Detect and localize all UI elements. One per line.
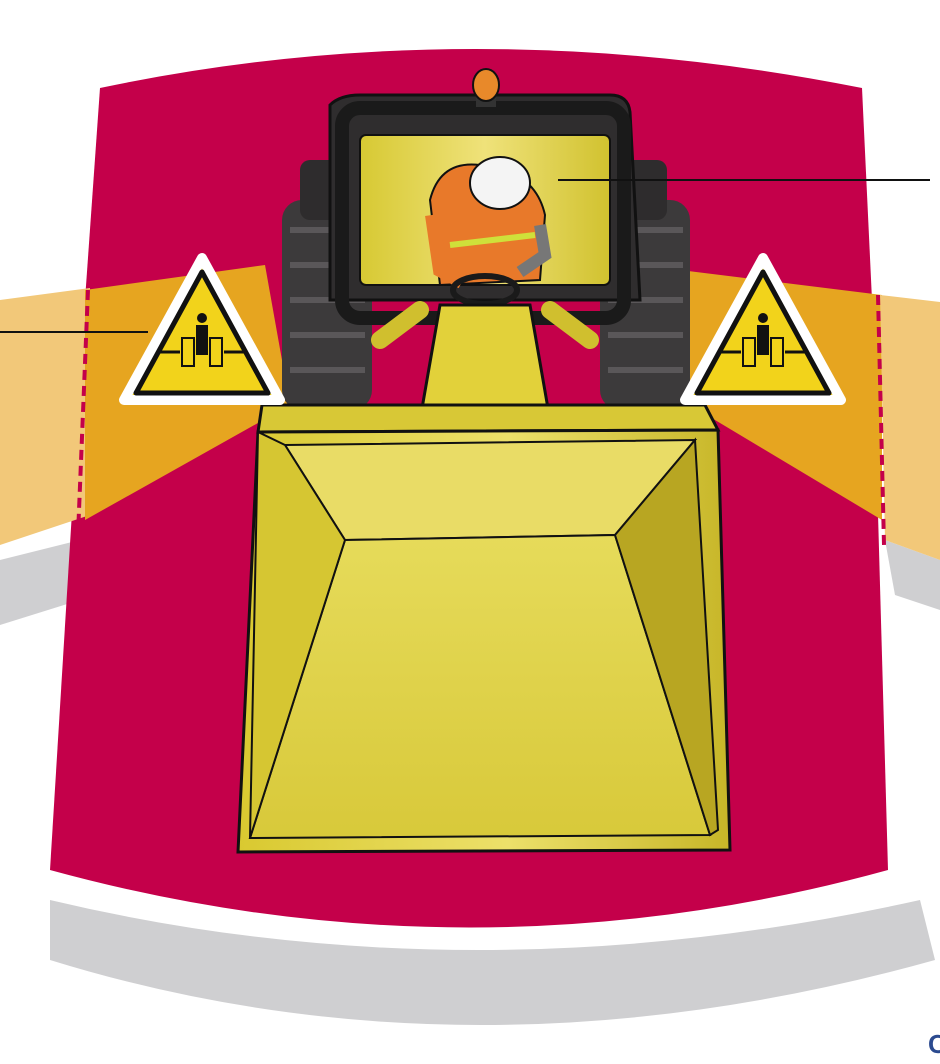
loader-bucket	[238, 405, 730, 852]
beacon-light	[473, 69, 499, 107]
loader-hood	[420, 305, 550, 420]
right-side-zone-light	[880, 295, 940, 560]
corner-mark: C	[928, 1030, 940, 1059]
left-side-zone-light	[0, 288, 90, 545]
